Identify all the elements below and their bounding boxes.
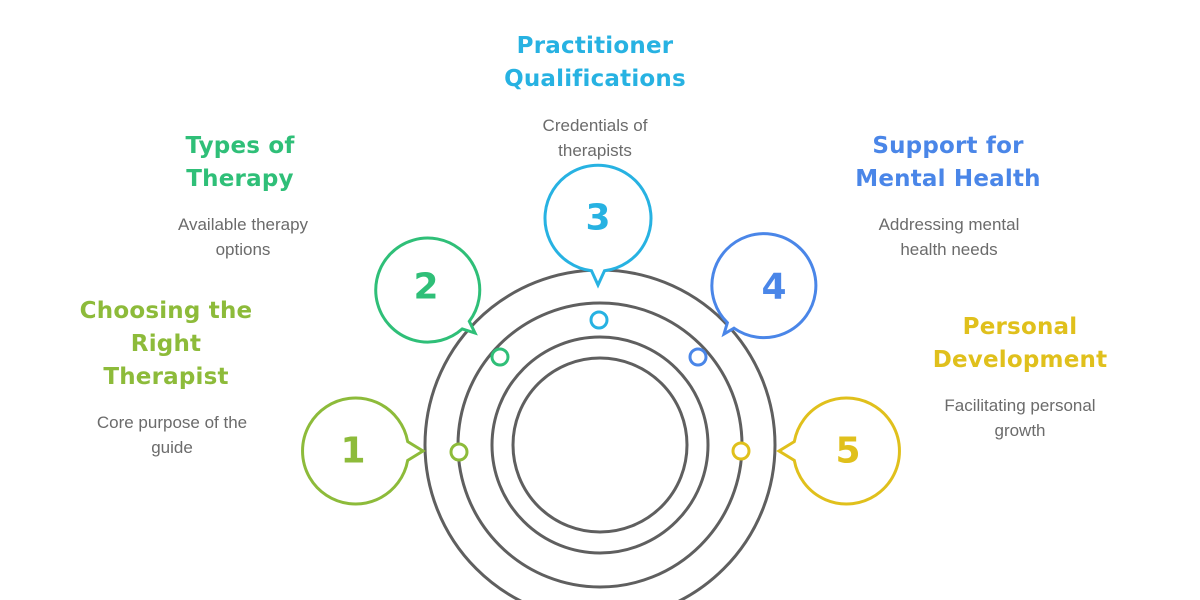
step-description-2: Available therapy options bbox=[177, 215, 309, 259]
step-description-3: Credentials of therapists bbox=[542, 116, 648, 160]
step-title-5: Personal Development bbox=[932, 314, 1108, 373]
step-title-4: Support for Mental Health bbox=[855, 133, 1041, 192]
step-title-2: Types of Therapy bbox=[185, 133, 295, 192]
step-number-4: 4 bbox=[761, 267, 786, 308]
step-description-5: Facilitating personal growth bbox=[944, 396, 1096, 440]
step-badge-1: 1 bbox=[301, 396, 426, 506]
ring-marker-1 bbox=[449, 442, 469, 462]
step-bubble-4 bbox=[710, 232, 818, 340]
step-number-2: 2 bbox=[413, 267, 438, 308]
ring-marker-5 bbox=[731, 441, 751, 461]
step-badge-3: 3 bbox=[543, 163, 653, 289]
step-description-1: Core purpose of the guide bbox=[96, 413, 248, 457]
ring-4 bbox=[511, 356, 689, 534]
step-number-3: 3 bbox=[585, 198, 610, 239]
step-title-3: Practitioner Qualifications bbox=[504, 33, 686, 92]
step-number-1: 1 bbox=[340, 431, 365, 472]
ring-2 bbox=[456, 301, 744, 589]
step-description-4: Addressing mental health needs bbox=[878, 215, 1020, 259]
step-badge-5: 5 bbox=[776, 396, 901, 506]
step-bubble-2 bbox=[374, 236, 482, 344]
ring-marker-4 bbox=[688, 347, 708, 367]
step-bubble-5 bbox=[776, 396, 901, 506]
step-bubble-3 bbox=[543, 163, 653, 289]
step-badge-4: 4 bbox=[710, 232, 818, 340]
ring-3 bbox=[490, 335, 710, 555]
step-bubble-1 bbox=[301, 396, 426, 506]
step-badge-2: 2 bbox=[374, 236, 482, 344]
step-title-1: Choosing the Right Therapist bbox=[79, 298, 253, 390]
step-number-5: 5 bbox=[835, 431, 860, 472]
ring-marker-2 bbox=[490, 347, 510, 367]
ring-marker-3 bbox=[589, 310, 609, 330]
